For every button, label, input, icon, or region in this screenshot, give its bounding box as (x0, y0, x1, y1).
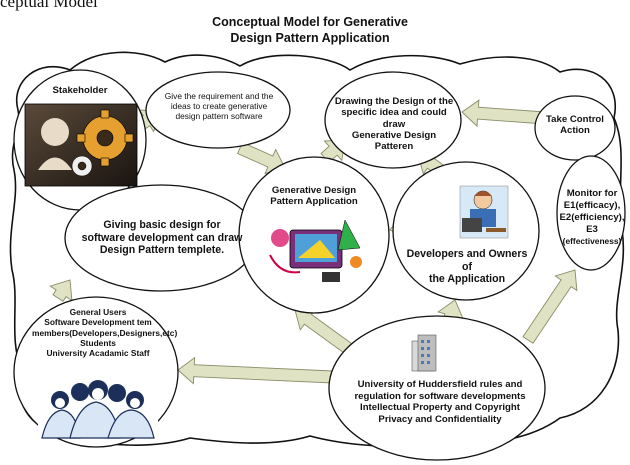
developers-label: Developers and Owners of the Application (403, 248, 531, 286)
monitor-ellipse (556, 155, 626, 271)
top-cut-text: ceptual Model (0, 0, 98, 11)
drawing-line-1: Drawing the Design of the (334, 96, 454, 107)
developers-line-1: Developers and Owners of (406, 248, 528, 273)
title-line-2: Design Pattern Application (230, 31, 390, 46)
university-line-3: Intellectual Property and Copyright (360, 402, 520, 414)
monitor-line-1: Monitor for (566, 188, 618, 199)
stakeholder-label: Stakeholder (52, 85, 108, 96)
take-control-label: Take Control Action (540, 114, 610, 137)
diagram-title: Conceptual Model for Generative Design P… (170, 14, 450, 47)
university-ellipse (328, 315, 546, 461)
monitor-label: Monitor for E1(efficacy), E2(efficiency)… (557, 188, 627, 246)
generative-app-line-2: Pattern Application (270, 196, 358, 208)
university-line-1: University of Huddersfield rules and (357, 379, 523, 390)
drawing-ellipse (324, 71, 462, 169)
giving-basic-label: Giving basic design for software develop… (78, 219, 246, 257)
requirement-ellipse (145, 71, 291, 149)
arrow-generalusers-to-giving (49, 279, 73, 302)
general-users-line-5: University Acadamic Staff (46, 348, 150, 358)
giving-basic-line-1: Giving basic design for (103, 219, 221, 231)
generative-app-line-1: Generative Design (271, 185, 357, 196)
general-users-line-4: Students (80, 337, 116, 348)
university-label: University of Huddersfield rules and reg… (340, 379, 540, 426)
monitor-line-3: E2(efficiency), E3 (559, 211, 625, 235)
arrow-university-to-generalusers (177, 356, 356, 385)
generative-app-clipart (269, 219, 362, 282)
general-users-label: General Users Software Development tem m… (32, 307, 178, 358)
giving-basic-line-3: Design Pattern templete. (99, 244, 225, 256)
general-users-line-1: General Users (69, 307, 127, 317)
arrow-takecontrol-to-drawing (461, 99, 546, 128)
university-line-4: Privacy and Confidentiality (378, 414, 502, 426)
general-users-line-2: Software Development tem (44, 317, 152, 328)
general-users-clipart (38, 378, 158, 439)
drawing-line-2: specific idea and could draw (341, 107, 447, 130)
arrow-university-to-monitor (522, 269, 578, 344)
university-building-clipart (411, 334, 437, 372)
take-control-ellipse (534, 95, 616, 161)
developers-line-2: the Application (428, 273, 506, 285)
title-line-1: Conceptual Model for Generative (212, 15, 408, 29)
monitor-line-4: (effectiveness) (562, 235, 622, 246)
take-control-line-2: Action (560, 125, 590, 137)
stakeholder-gears-image (24, 103, 138, 187)
giving-basic-line-2: software development can draw (81, 231, 243, 244)
monitor-line-2: E1(efficacy), (563, 199, 621, 211)
requirement-label: Give the requirement and the ideas to cr… (164, 91, 274, 121)
general-users-line-3: members(Developers,Designers,etc) (32, 327, 178, 338)
drawing-line-3: Generative Design Patteren (351, 129, 437, 153)
take-control-line-1: Take Control (546, 114, 604, 125)
drawing-label: Drawing the Design of the specific idea … (333, 96, 455, 153)
developer-clipart (459, 185, 509, 239)
generative-app-label: Generative Design Pattern Application (258, 185, 370, 208)
university-line-2: regulation for software developments (354, 390, 526, 402)
